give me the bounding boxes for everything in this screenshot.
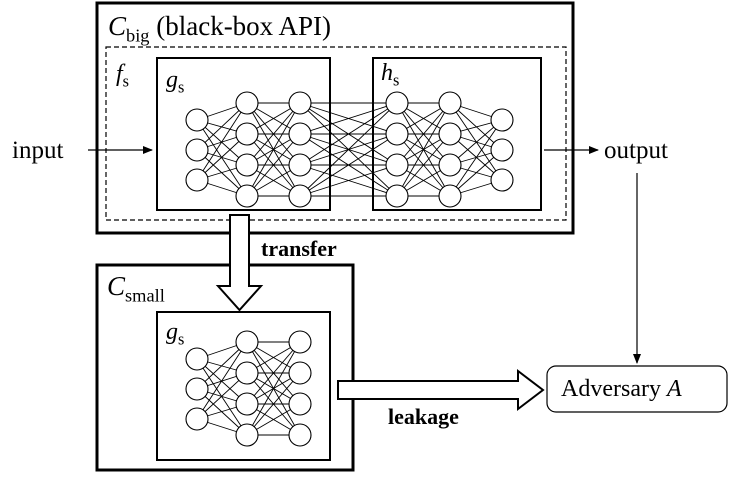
neuron-big-node	[490, 138, 514, 162]
c-big-symbol: C	[108, 11, 127, 41]
neuron-big-edge	[449, 133, 503, 181]
g-s-subscript-big: s	[178, 77, 185, 97]
c-small-box	[95, 263, 355, 472]
neuron-big-node	[235, 184, 259, 208]
neuron-big-edge	[449, 102, 503, 181]
neuron-small-edge	[196, 358, 248, 436]
neuron-small-edge	[196, 341, 248, 420]
f-s-dashed-box	[105, 46, 567, 221]
neuron-big-edge	[299, 102, 398, 197]
neuron-small-node	[288, 392, 312, 416]
neuron-big-node	[438, 153, 462, 177]
adversary-label: Adversary A	[561, 377, 682, 401]
neuron-big-edge	[299, 102, 398, 135]
neuron-big-edge	[396, 133, 451, 197]
neuron-small-node	[235, 330, 259, 354]
network-nodes-big	[185, 91, 514, 208]
neuron-small-node	[288, 330, 312, 354]
neuron-big-node	[385, 184, 409, 208]
neuron-small-node	[185, 407, 209, 431]
g-s-box-small	[156, 311, 331, 461]
neuron-big-node	[288, 91, 312, 115]
neuron-small-edge	[246, 372, 301, 436]
neuron-big-edge	[196, 119, 248, 197]
neuron-big-edge	[449, 119, 503, 197]
neuron-small-node	[185, 347, 209, 371]
neuron-big-node	[385, 153, 409, 177]
neuron-big-node	[438, 184, 462, 208]
neuron-big-edge	[196, 102, 248, 181]
network-edges-small	[196, 341, 301, 436]
f-s-label: fs	[116, 62, 129, 90]
leakage-label: leakage	[388, 404, 459, 429]
neuron-big-edge	[396, 102, 451, 166]
neuron-small-edge	[246, 341, 301, 405]
g-s-subscript-small: s	[178, 329, 185, 349]
c-small-symbol: C	[107, 271, 126, 301]
g-s-label-big: gs	[166, 68, 184, 96]
neuron-big-node	[235, 153, 259, 177]
c-big-label: Cbig (black-box API)	[108, 13, 331, 45]
adversary-box	[546, 365, 728, 413]
h-s-subscript: s	[393, 70, 400, 90]
neuron-big-node	[490, 168, 514, 192]
g-s-symbol-small: g	[166, 319, 178, 345]
neuron-small-node	[288, 423, 312, 447]
c-big-subscript: big	[126, 25, 150, 46]
neuron-small-node	[288, 361, 312, 385]
c-small-subscript: small	[125, 285, 165, 306]
neuron-big-edge	[299, 102, 398, 166]
h-s-symbol: h	[381, 60, 393, 86]
neuron-big-edge	[449, 102, 503, 151]
neuron-big-edge	[449, 149, 503, 197]
neuron-small-edge	[246, 341, 301, 436]
neuron-big-node	[490, 108, 514, 132]
neuron-big-node	[438, 91, 462, 115]
output-label: output	[604, 137, 668, 164]
neuron-small-node	[235, 361, 259, 385]
c-big-box	[95, 1, 575, 235]
neuron-big-node	[288, 153, 312, 177]
transfer-label: transfer	[261, 236, 337, 261]
neuron-big-edge	[246, 133, 301, 197]
input-label: input	[12, 137, 64, 164]
neuron-big-edge	[299, 164, 398, 197]
neuron-big-edge	[246, 102, 301, 166]
leakage-arrow	[337, 368, 545, 412]
neuron-big-node	[288, 184, 312, 208]
adversary-symbol: A	[666, 376, 682, 402]
f-s-symbol: f	[116, 61, 123, 87]
adversary-text: Adversary	[561, 376, 661, 402]
neuron-big-node	[185, 138, 209, 162]
network-edges-big	[196, 102, 503, 197]
neuron-small-node	[185, 377, 209, 401]
f-s-subscript: s	[122, 71, 130, 91]
neuron-big-node	[235, 91, 259, 115]
g-s-label-small: gs	[166, 320, 184, 348]
neuron-big-node	[438, 122, 462, 146]
neuron-small-node	[235, 392, 259, 416]
neuron-big-node	[288, 122, 312, 146]
c-big-caption: (black-box API)	[156, 11, 331, 41]
neuron-big-edge	[246, 102, 301, 197]
h-s-label: hs	[381, 61, 399, 89]
neuron-big-node	[385, 122, 409, 146]
c-small-label: Csmall	[107, 273, 165, 305]
neuron-big-node	[185, 168, 209, 192]
neuron-big-edge	[396, 102, 451, 197]
neuron-big-node	[185, 108, 209, 132]
g-s-symbol-big: g	[166, 67, 178, 93]
transfer-arrow	[215, 214, 264, 312]
neuron-big-node	[385, 91, 409, 115]
neuron-big-node	[235, 122, 259, 146]
network-nodes-small	[185, 330, 312, 447]
neuron-small-node	[235, 423, 259, 447]
neuron-big-edge	[299, 133, 398, 197]
